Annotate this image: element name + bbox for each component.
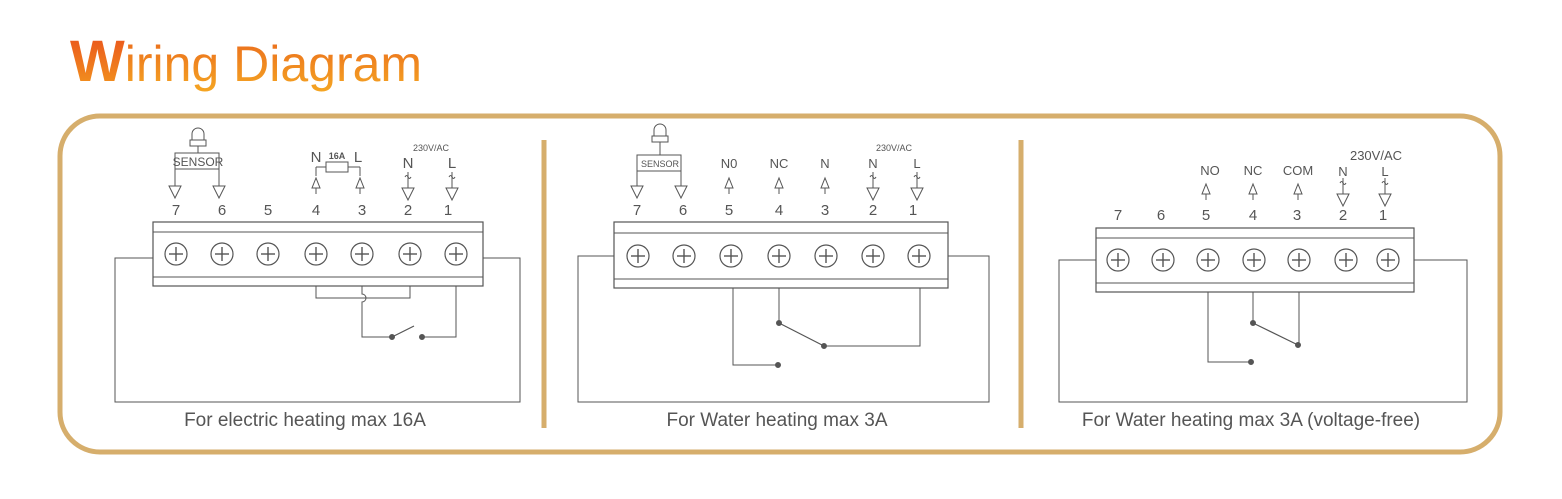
- terminal-screw: [767, 244, 791, 268]
- supply-n-label: N: [868, 156, 877, 171]
- panel-caption: For electric heating max 16A: [184, 410, 426, 431]
- contact-label: NO: [1200, 163, 1220, 178]
- terminal-number: 1: [909, 202, 917, 219]
- load-rating-label: 16A: [329, 151, 346, 161]
- terminal-number: 3: [358, 202, 366, 219]
- terminal-number: 5: [725, 202, 733, 219]
- terminal-number: 4: [775, 202, 783, 219]
- title-rest: iring Diagram: [124, 36, 423, 92]
- terminal-number: 7: [633, 202, 641, 219]
- voltage-label: 230V/AC: [876, 143, 913, 153]
- terminal-screw: [256, 242, 280, 266]
- terminal-screw: [444, 242, 468, 266]
- panel-caption: For Water heating max 3A: [666, 410, 887, 431]
- terminal-screw: [907, 244, 931, 268]
- supply-l-label: L: [1381, 164, 1388, 179]
- terminal-screw: [1196, 248, 1220, 272]
- terminal-number: 6: [679, 202, 687, 219]
- panel-water-heating: [577, 123, 990, 403]
- terminal-screw: [861, 244, 885, 268]
- terminal-number: 2: [1339, 207, 1347, 224]
- terminal-screw: [1287, 248, 1311, 272]
- voltage-label: 230V/AC: [413, 143, 450, 153]
- terminal-screw: [814, 244, 838, 268]
- supply-n-label: N: [1338, 164, 1347, 179]
- sensor-label: SENSOR: [641, 159, 680, 169]
- terminal-number: 7: [172, 202, 180, 219]
- terminal-screw: [672, 244, 696, 268]
- panel-electric-heating: [114, 127, 521, 403]
- panel-voltage-free: [1058, 178, 1468, 403]
- terminal-number: 5: [1202, 207, 1210, 224]
- terminal-screw: [1376, 248, 1400, 272]
- switch-contact: [391, 325, 415, 338]
- sensor-icon: [191, 127, 205, 140]
- contact-label: NC: [770, 156, 789, 171]
- terminal-number: 1: [444, 202, 452, 219]
- terminal-number: 4: [1249, 207, 1257, 224]
- terminal-screw: [398, 242, 422, 266]
- terminal-number: 6: [218, 202, 226, 219]
- load-l-label: L: [354, 149, 362, 166]
- terminal-number: 2: [404, 202, 412, 219]
- contact-label: NC: [1244, 163, 1263, 178]
- panel-caption: For Water heating max 3A (voltage-free): [1082, 410, 1420, 431]
- switch-contact: [778, 322, 825, 347]
- terminal-number: 3: [821, 202, 829, 219]
- supply-l-label: L: [448, 155, 456, 172]
- terminal-screw: [1242, 248, 1266, 272]
- terminal-number: 3: [1293, 207, 1301, 224]
- load-n-label: N: [311, 149, 322, 166]
- terminal-screw: [350, 242, 374, 266]
- terminal-screw: [1334, 248, 1358, 272]
- terminal-screw: [626, 244, 650, 268]
- terminal-screw: [304, 242, 328, 266]
- terminal-number: 7: [1114, 207, 1122, 224]
- terminal-number: 2: [869, 202, 877, 219]
- terminal-screw: [1106, 248, 1130, 272]
- supply-n-label: N: [403, 155, 414, 172]
- contact-label: N: [820, 156, 829, 171]
- terminal-screw: [1151, 248, 1175, 272]
- terminal-screw: [719, 244, 743, 268]
- page-title: Wiring Diagram: [70, 22, 422, 102]
- terminal-number: 4: [312, 202, 320, 219]
- contact-label: N0: [721, 156, 738, 171]
- voltage-label: 230V/AC: [1350, 148, 1402, 163]
- outer-frame: [57, 113, 1503, 455]
- terminal-screw: [210, 242, 234, 266]
- terminal-number: 6: [1157, 207, 1165, 224]
- switch-contact: [1252, 322, 1299, 346]
- contact-label: COM: [1283, 163, 1313, 178]
- sensor-label: SENSOR: [173, 155, 224, 169]
- title-first-letter: W: [70, 29, 125, 94]
- terminal-screw: [164, 242, 188, 266]
- terminal-number: 1: [1379, 207, 1387, 224]
- supply-l-label: L: [913, 156, 920, 171]
- sensor-icon: [653, 123, 667, 136]
- terminal-number: 5: [264, 202, 272, 219]
